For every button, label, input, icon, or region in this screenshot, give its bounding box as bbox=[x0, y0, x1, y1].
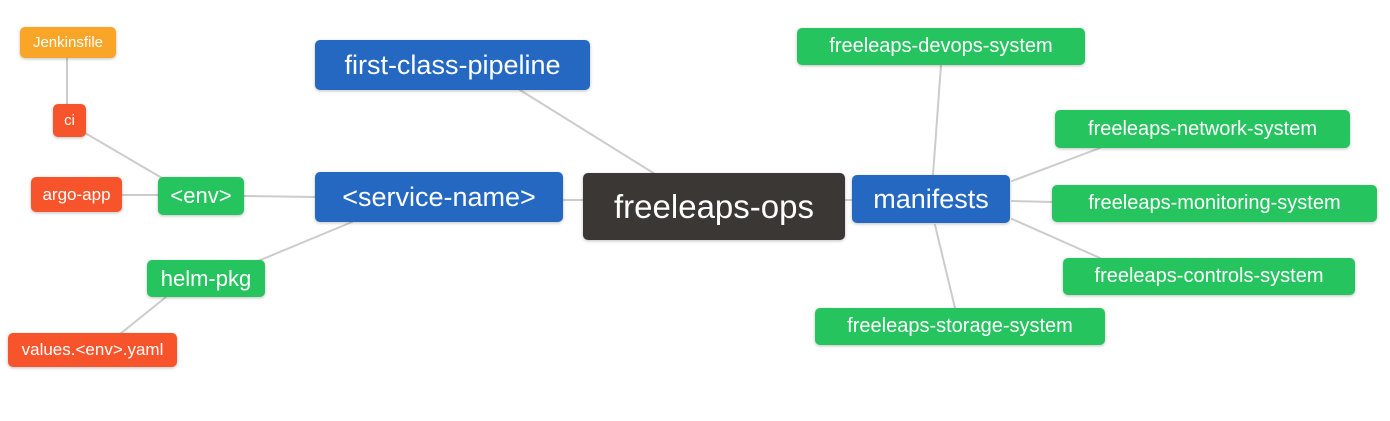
edge-service-name-helm-pkg bbox=[257, 221, 353, 262]
edge-devops-system-manifests bbox=[932, 64, 942, 176]
node-jenkinsfile[interactable]: Jenkinsfile bbox=[20, 27, 116, 58]
edge-helm-pkg-values-env-yaml bbox=[119, 296, 167, 335]
node-first-class-pipeline[interactable]: first-class-pipeline bbox=[315, 40, 590, 90]
node-values-env-yaml[interactable]: values.<env>.yaml bbox=[8, 333, 177, 367]
node-controls-system[interactable]: freeleaps-controls-system bbox=[1063, 258, 1355, 295]
node-env[interactable]: <env> bbox=[158, 177, 244, 215]
node-ci[interactable]: ci bbox=[53, 104, 86, 137]
edge-env-service-name bbox=[243, 195, 316, 198]
edge-manifests-controls-system bbox=[1011, 218, 1101, 259]
edge-manifests-storage-system bbox=[934, 224, 956, 309]
edge-ci-env bbox=[84, 132, 163, 179]
edge-first-class-pipeline-freeleaps-ops bbox=[519, 89, 656, 175]
node-monitoring-system[interactable]: freeleaps-monitoring-system bbox=[1052, 185, 1377, 222]
node-devops-system[interactable]: freeleaps-devops-system bbox=[797, 28, 1085, 65]
edge-manifests-network-system bbox=[1011, 147, 1101, 182]
node-network-system[interactable]: freeleaps-network-system bbox=[1055, 110, 1350, 148]
node-storage-system[interactable]: freeleaps-storage-system bbox=[815, 308, 1105, 345]
edge-manifests-monitoring-system bbox=[1011, 200, 1053, 203]
node-argo-app[interactable]: argo-app bbox=[31, 177, 122, 212]
node-freeleaps-ops[interactable]: freeleaps-ops bbox=[583, 173, 845, 240]
node-helm-pkg[interactable]: helm-pkg bbox=[147, 260, 265, 297]
node-manifests[interactable]: manifests bbox=[852, 175, 1010, 223]
node-service-name[interactable]: <service-name> bbox=[315, 172, 563, 222]
